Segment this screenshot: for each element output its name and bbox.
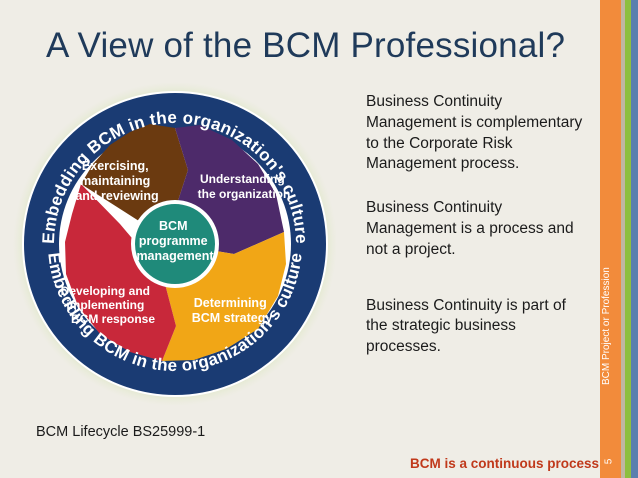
bullet-list: Business Continuity Management is comple… bbox=[366, 92, 586, 381]
slide-title: A View of the BCM Professional? bbox=[46, 26, 566, 65]
segment-label-developing: Developing and implementing BCM response bbox=[61, 284, 156, 326]
segment-developing bbox=[65, 184, 176, 361]
bullet-item: Business Continuity Management is a proc… bbox=[366, 199, 574, 258]
segment-label-determining: Determining BCM strategy bbox=[192, 296, 273, 325]
accent-stripe-blue bbox=[631, 0, 638, 478]
diagram-caption: BCM Lifecycle BS25999-1 bbox=[36, 424, 206, 440]
center-label: BCM programme management bbox=[136, 219, 214, 263]
side-label-text: BCM Project or Profession bbox=[601, 267, 612, 385]
segment-label-exercising: Exercising, maintaining and reviewing bbox=[75, 159, 158, 203]
bullet-item: Business Continuity Management is comple… bbox=[366, 93, 583, 173]
bcm-lifecycle-diagram: Embedding BCM in the organization's cult… bbox=[13, 82, 337, 406]
accent-stripe-orange bbox=[600, 0, 621, 478]
segment-label-understanding: Understanding the organization bbox=[198, 172, 291, 201]
accent-stripe-tan bbox=[621, 0, 625, 478]
bullet-item: Business Continuity is part of the strat… bbox=[366, 296, 566, 356]
accent-stripes bbox=[600, 0, 638, 478]
center-circle bbox=[131, 200, 219, 288]
page-number: 5 bbox=[603, 458, 615, 465]
footer-note: BCM is a continuous process bbox=[410, 456, 600, 471]
accent-stripe-green bbox=[625, 0, 631, 478]
